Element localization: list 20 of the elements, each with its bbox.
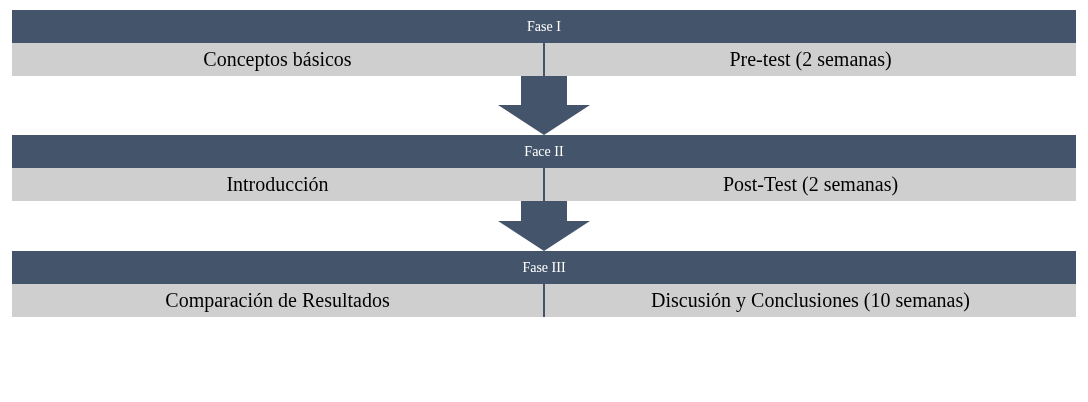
step-cell xyxy=(12,284,543,317)
step-cell xyxy=(545,284,1076,317)
phase-title: Face II xyxy=(523,143,565,161)
step-label: Comparación de Resultados xyxy=(165,289,390,312)
phase-band xyxy=(12,10,1076,76)
step-cell xyxy=(545,43,1076,76)
step-label: Post-Test (2 semanas) xyxy=(722,173,899,196)
step-cell xyxy=(12,168,543,201)
phase-band xyxy=(12,251,1076,317)
down-arrow xyxy=(498,76,590,135)
step-cell xyxy=(545,168,1076,201)
down-arrow xyxy=(498,201,590,251)
phase-title: Fase III xyxy=(521,259,567,277)
step-label: Introducción xyxy=(226,173,329,196)
step-cell xyxy=(12,43,543,76)
step-label: Conceptos básicos xyxy=(203,48,352,71)
step-label: Pre-test (2 semanas) xyxy=(729,48,892,71)
phase-band xyxy=(12,135,1076,201)
phase-title: Fase I xyxy=(526,18,562,36)
step-label: Discusión y Conclusiones (10 semanas) xyxy=(651,289,970,312)
